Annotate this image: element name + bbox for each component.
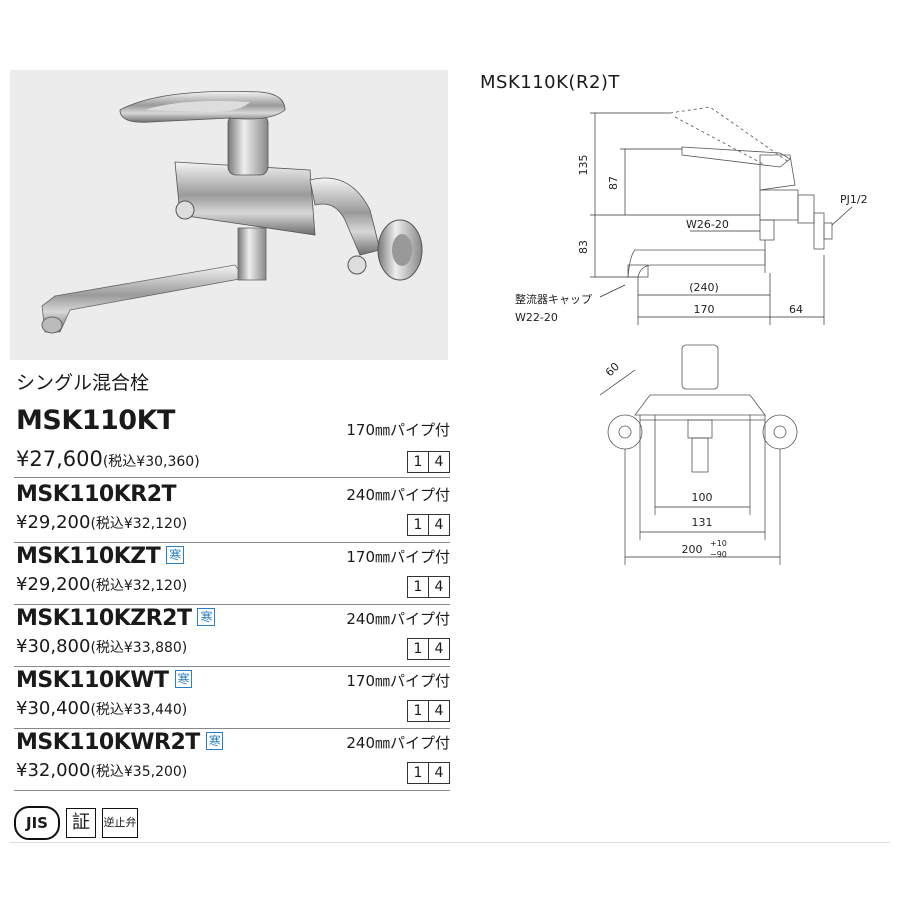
dim-87: 87 [607, 176, 620, 190]
quantity-boxes: 1 4 [407, 762, 450, 784]
dim-83: 83 [577, 240, 590, 254]
pipe-length: 240㎜パイプ付 [346, 486, 450, 504]
box-1: 1 [407, 700, 429, 722]
box-1: 1 [407, 576, 429, 598]
dim-64: 64 [789, 303, 803, 316]
tolerance-minus: −90 [710, 550, 727, 559]
box-1: 1 [407, 762, 429, 784]
price: ¥30,800(税込¥33,880) [16, 636, 188, 657]
certification-mark: 証 [66, 808, 96, 838]
price: ¥30,400(税込¥33,440) [16, 698, 188, 719]
pj-label: PJ1/2 [840, 193, 868, 206]
front-view-outline [607, 344, 798, 565]
quantity-boxes: 1 4 [407, 451, 450, 473]
product-row: MSK110KT 170㎜パイプ付 ¥27,600(税込¥30,360) 1 4 [14, 405, 450, 478]
tolerance-plus: +10 [710, 539, 727, 548]
category-title: シングル混合栓 [16, 372, 150, 394]
price: ¥32,000(税込¥35,200) [16, 760, 188, 781]
certification-badges: JIS 証 逆止弁 [14, 806, 138, 840]
price: ¥29,200(税込¥32,120) [16, 574, 188, 595]
quantity-boxes: 1 4 [407, 638, 450, 660]
quantity-boxes: 1 4 [407, 514, 450, 536]
box-2: 4 [428, 576, 450, 598]
jis-mark-icon: JIS [14, 806, 60, 840]
pipe-length: 170㎜パイプ付 [346, 672, 450, 690]
aerator-cap-spec: W22-20 [515, 311, 558, 324]
box-2: 4 [428, 638, 450, 660]
box-1: 1 [407, 514, 429, 536]
diagram-title: MSK110K(R2)T [480, 72, 620, 93]
dim-131: 131 [692, 516, 713, 529]
faucet-illustration [41, 90, 423, 334]
cold-region-badge: 寒 [205, 732, 224, 750]
pipe-length: 170㎜パイプ付 [346, 548, 450, 566]
box-2: 4 [428, 700, 450, 722]
dim-100: 100 [692, 491, 713, 504]
dim-240: (240) [689, 281, 719, 294]
check-valve-mark: 逆止弁 [102, 808, 138, 838]
product-row: MSK110KR2T 240㎜パイプ付 ¥29,200(税込¥32,120) 1… [14, 482, 450, 543]
dimension-drawing: 135 87 83 W26-20 PJ1/2 整流器キャップ W22-20 (2… [515, 106, 868, 565]
box-1: 1 [407, 451, 429, 473]
side-view-outline [627, 106, 833, 278]
dim-170: 170 [694, 303, 715, 316]
box-2: 4 [428, 762, 450, 784]
pipe-length: 170㎜パイプ付 [346, 421, 450, 439]
dimension-lines [590, 112, 853, 325]
price: ¥27,600(税込¥30,360) [16, 447, 200, 471]
product-code: MSK110KT [16, 405, 175, 436]
box-1: 1 [407, 638, 429, 660]
box-2: 4 [428, 514, 450, 536]
cold-region-badge: 寒 [197, 608, 215, 626]
cold-region-badge: 寒 [174, 670, 193, 688]
aerator-cap-label: 整流器キャップ [515, 292, 592, 306]
price: ¥29,200(税込¥32,120) [16, 512, 188, 533]
pipe-length: 240㎜パイプ付 [346, 734, 450, 752]
cold-region-badge: 寒 [166, 546, 184, 564]
product-photo [10, 70, 448, 360]
box-2: 4 [428, 451, 450, 473]
front-dimension-lines [599, 369, 780, 558]
quantity-boxes: 1 4 [407, 576, 450, 598]
dim-200: 200 [682, 543, 703, 556]
pipe-length: 240㎜パイプ付 [346, 610, 450, 628]
bottom-divider [10, 842, 890, 843]
quantity-boxes: 1 4 [407, 700, 450, 722]
product-code: MSK110KR2T [16, 482, 177, 507]
w26-label: W26-20 [686, 218, 729, 231]
dim-135: 135 [577, 155, 590, 176]
dim-60: 60 [603, 360, 622, 379]
